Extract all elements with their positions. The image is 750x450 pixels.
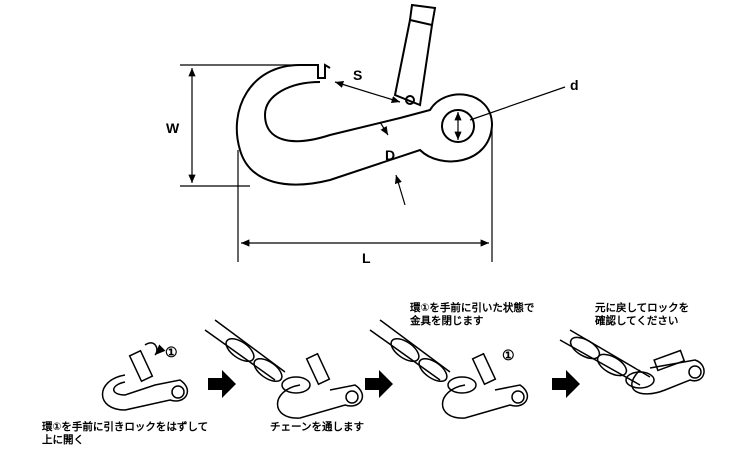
caption-line: 上に開く (42, 434, 84, 446)
step-3-caption: 環①を手前に引いた状態で 金具を閉じます (410, 302, 534, 328)
step-2-caption: チェーンを通します (270, 421, 364, 434)
dim-label-l: L (362, 250, 371, 266)
caption-line: チェーンを通します (270, 421, 364, 433)
step-3-illustration (369, 319, 529, 419)
step-1-caption: 環①を手前に引きロックをはずして 上に開く (42, 421, 208, 447)
step-4-illustration (559, 329, 705, 395)
step-1-marker: ① (165, 344, 178, 360)
step-3-marker: ① (502, 347, 515, 363)
dim-label-d-wire: D (385, 147, 395, 163)
arrow-right-icon-3 (552, 370, 580, 398)
dim-label-d-eye: d (570, 77, 579, 93)
step-4-caption: 元に戻してロックを 確認してください (595, 302, 689, 328)
caption-line: 元に戻してロックを (595, 302, 690, 314)
step-1-illustration (101, 342, 189, 411)
caption-line: 金具を閉じます (410, 315, 484, 327)
dimension-lines (180, 64, 566, 262)
snap-hook-main (235, 3, 494, 186)
step-2-illustration (204, 319, 364, 419)
caption-line: 環①を手前に引いた状態で (410, 302, 535, 314)
caption-line: 環①を手前に引きロックをはずして (42, 421, 209, 433)
caption-line: 確認してください (595, 315, 679, 327)
dim-label-w: W (166, 120, 180, 136)
arrow-right-icon-2 (365, 370, 393, 398)
dim-label-s: S (353, 67, 362, 83)
arrow-right-icon-1 (208, 370, 236, 398)
